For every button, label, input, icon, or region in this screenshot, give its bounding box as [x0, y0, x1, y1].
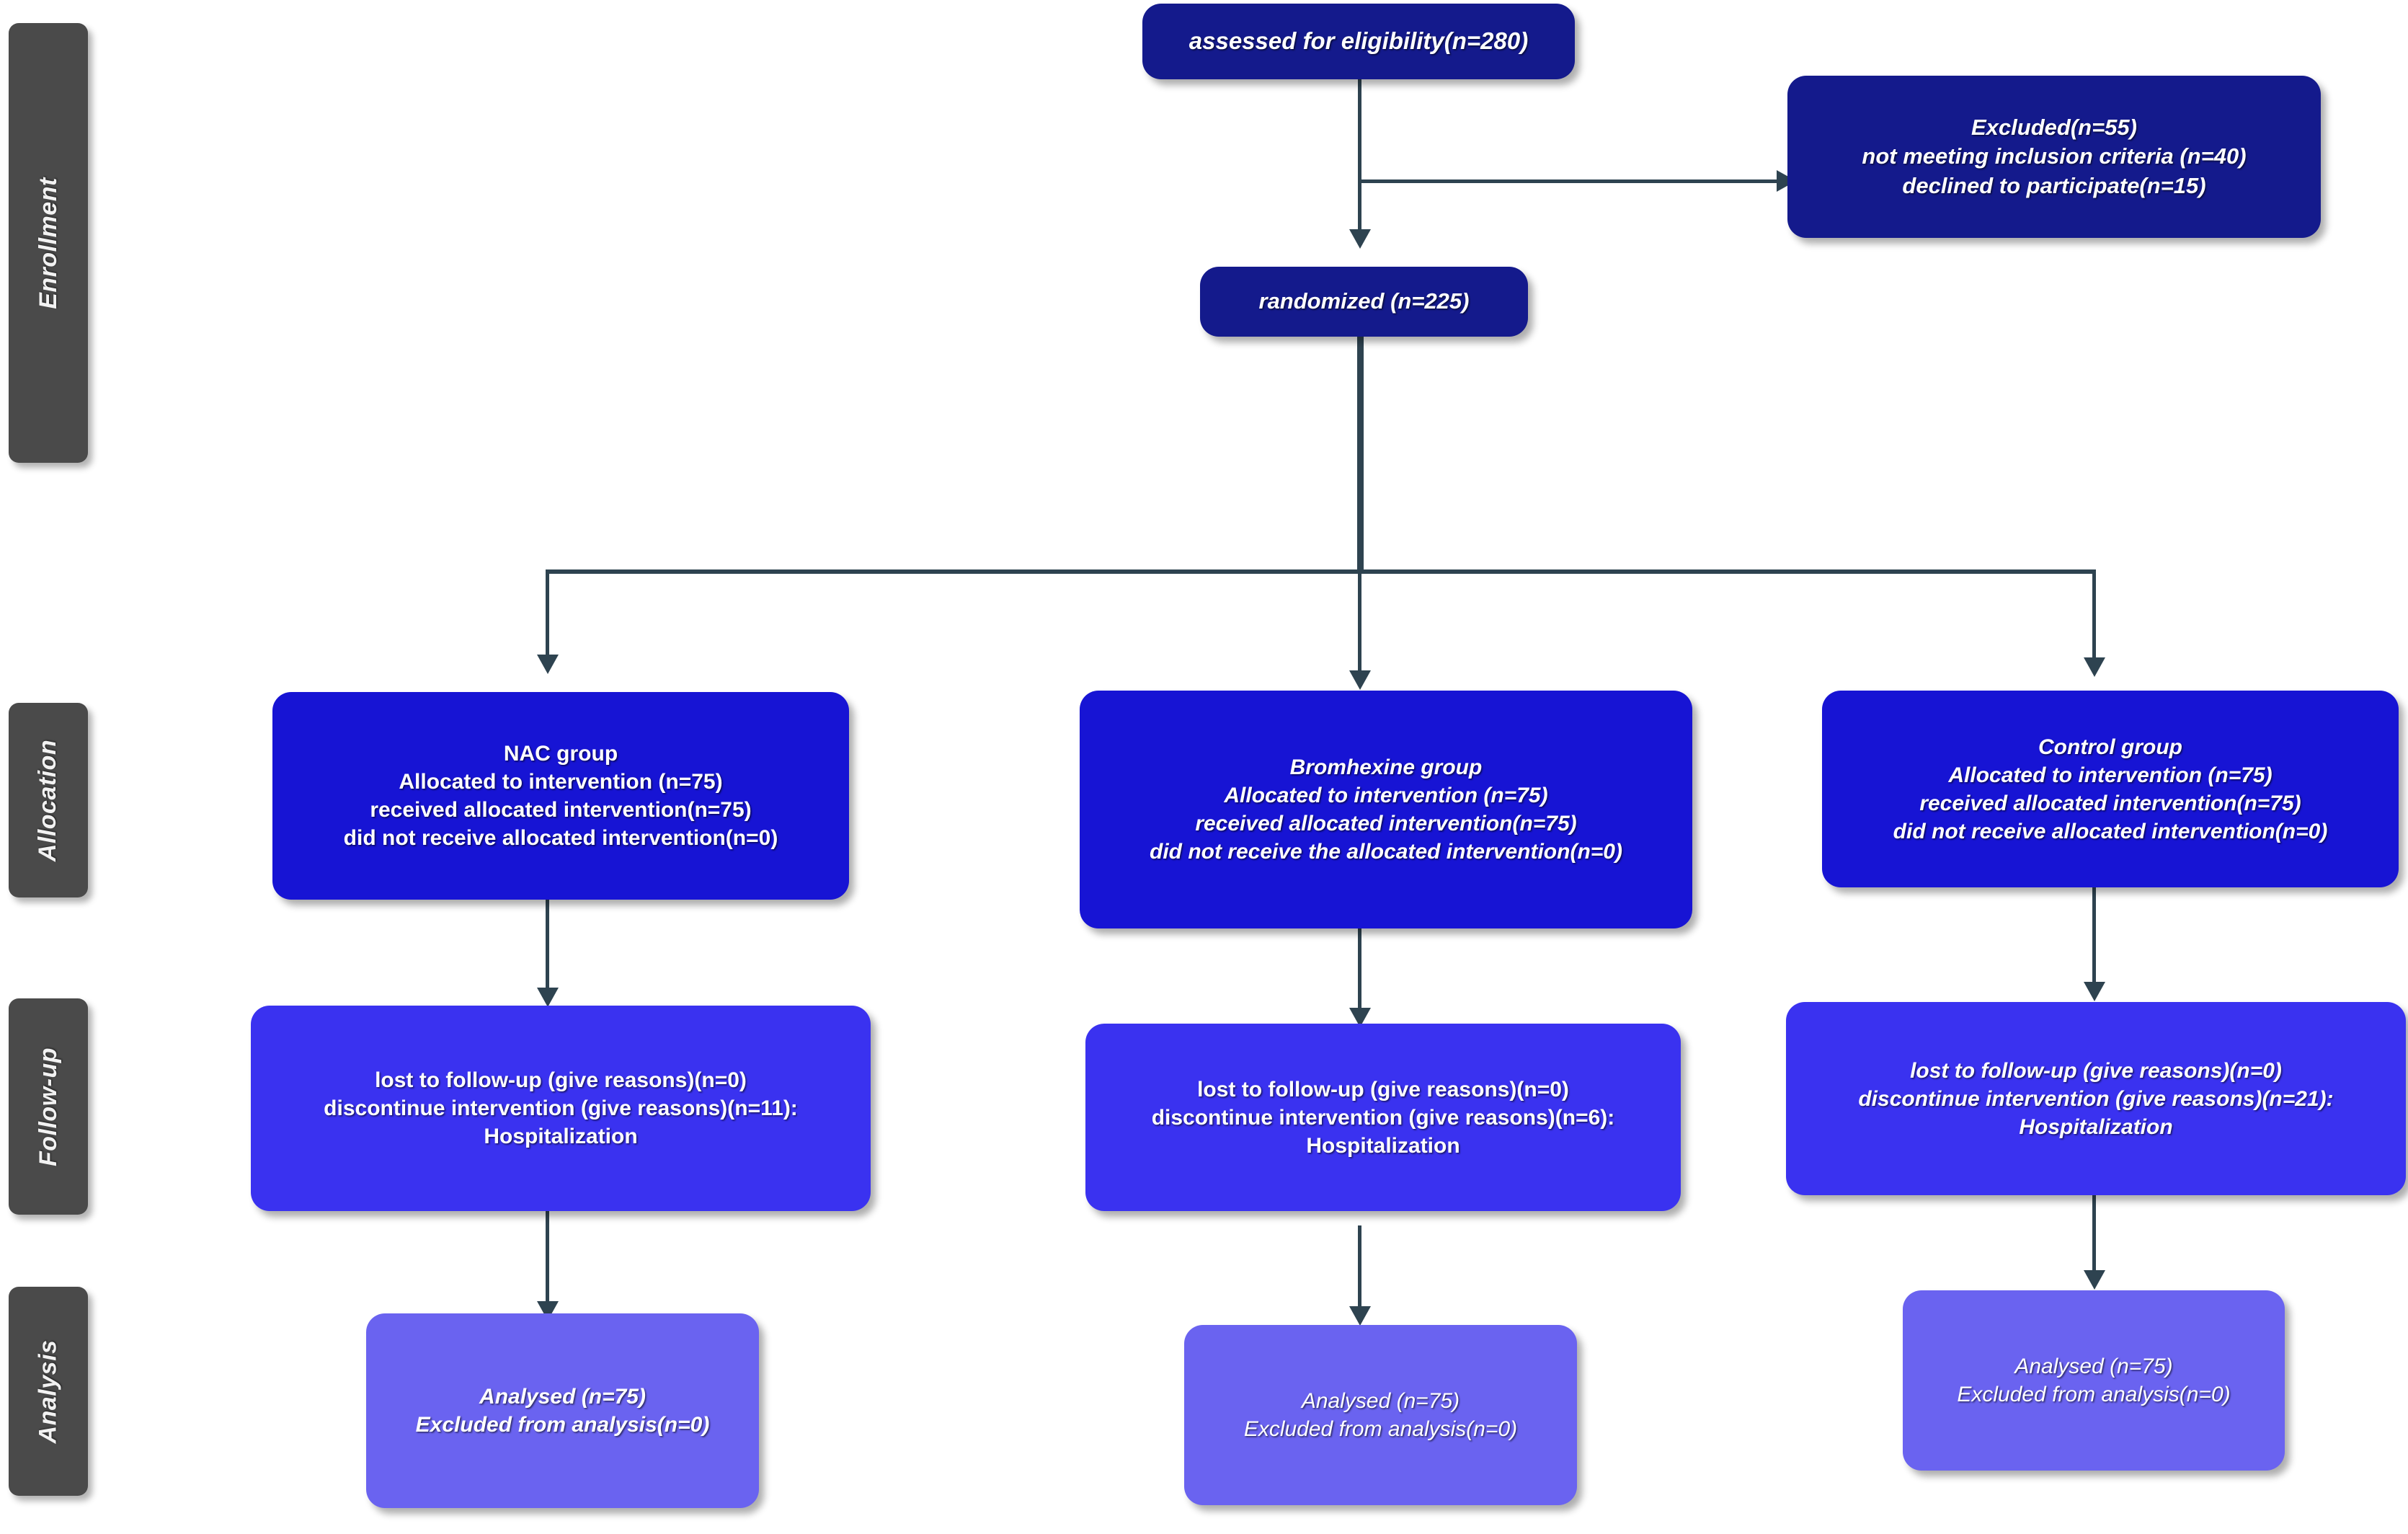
node-excluded[interactable]: Excluded(n=55) not meeting inclusion cri… [1787, 76, 2321, 238]
node-followup-control[interactable]: lost to follow-up (give reasons)(n=0) di… [1786, 1002, 2406, 1195]
node-allocation-bromhexine-line-2: received allocated intervention(n=75) [1195, 812, 1577, 835]
node-allocation-bromhexine-line-3: did not receive the allocated interventi… [1150, 840, 1622, 864]
node-allocation-control-line-3: did not receive allocated intervention(n… [1893, 819, 2328, 843]
node-excluded-line-1: not meeting inclusion criteria (n=40) [1862, 143, 2247, 169]
node-allocation-nac-line-0: NAC group [503, 742, 618, 766]
stage-label-allocation-text: Allocation [34, 739, 62, 861]
node-followup-bromhexine-line-0: lost to follow-up (give reasons)(n=0) [1197, 1077, 1569, 1101]
stage-label-analysis: Analysis [9, 1287, 88, 1496]
node-analysis-bromhexine-line-0: Analysed (n=75) [1301, 1389, 1460, 1413]
stage-label-enrollment: Enrollment [9, 23, 88, 463]
node-followup-bromhexine-line-1: discontinue intervention (give reasons)(… [1151, 1105, 1615, 1130]
arrowhead-assessed-to-randomized [1349, 229, 1371, 249]
node-allocation-nac-line-1: Allocated to intervention (n=75) [399, 770, 723, 794]
node-analysis-bromhexine[interactable]: Analysed (n=75) Excluded from analysis(n… [1184, 1325, 1577, 1505]
node-followup-nac[interactable]: lost to follow-up (give reasons)(n=0) di… [251, 1006, 871, 1211]
node-followup-control-line-1: discontinue intervention (give reasons)(… [1858, 1086, 2334, 1111]
node-allocation-control-line-0: Control group [2038, 735, 2182, 759]
node-analysis-nac-line-0: Analysed (n=75) [479, 1385, 646, 1409]
stage-label-followup: Follow-up [9, 998, 88, 1215]
stage-label-enrollment-text: Enrollment [34, 177, 62, 309]
connector-nac-alloc-to-followup [546, 897, 549, 991]
arrowhead-split-to-nac [537, 655, 559, 674]
arrowhead-control-alloc-to-followup [2084, 982, 2105, 1001]
node-followup-bromhexine[interactable]: lost to follow-up (give reasons)(n=0) di… [1085, 1024, 1681, 1211]
stage-label-allocation: Allocation [9, 703, 88, 897]
node-analysis-control[interactable]: Analysed (n=75) Excluded from analysis(n… [1903, 1290, 2285, 1471]
node-allocation-bromhexine-line-0: Bromhexine group [1289, 755, 1483, 779]
connector-allocation-split-bar [546, 569, 2095, 574]
arrowhead-control-followup-to-analysis [2084, 1270, 2105, 1290]
node-allocation-nac-line-2: received allocated intervention(n=75) [370, 798, 752, 822]
connector-randomized-to-split [1357, 336, 1364, 574]
node-followup-nac-line-0: lost to follow-up (give reasons)(n=0) [375, 1068, 747, 1092]
node-analysis-bromhexine-line-1: Excluded from analysis(n=0) [1243, 1417, 1518, 1441]
stage-label-analysis-text: Analysis [34, 1339, 62, 1443]
node-analysis-control-line-0: Analysed (n=75) [2014, 1355, 2173, 1378]
node-followup-nac-line-2: Hospitalization [484, 1125, 638, 1148]
connector-split-to-bromhexine [1358, 569, 1361, 676]
node-followup-control-line-2: Hospitalization [2019, 1114, 2173, 1139]
node-followup-bromhexine-line-2: Hospitalization [1306, 1133, 1460, 1158]
node-allocation-control[interactable]: Control group Allocated to intervention … [1822, 691, 2399, 887]
node-randomized-line-0: randomized (n=225) [1258, 288, 1470, 314]
node-analysis-nac[interactable]: Analysed (n=75) Excluded from analysis(n… [366, 1313, 759, 1508]
connector-bromhexine-alloc-to-followup [1358, 926, 1361, 1013]
connector-control-followup-to-analysis [2092, 1189, 2096, 1276]
node-allocation-bromhexine[interactable]: Bromhexine group Allocated to interventi… [1080, 691, 1692, 928]
connector-nac-followup-to-analysis [546, 1211, 549, 1305]
connector-assessed-to-randomized [1358, 78, 1361, 236]
connector-bromhexine-followup-to-analysis [1358, 1225, 1361, 1312]
arrowhead-split-to-control [2084, 657, 2105, 677]
arrowhead-bromhexine-followup-to-analysis [1349, 1306, 1371, 1326]
node-allocation-bromhexine-line-1: Allocated to intervention (n=75) [1224, 784, 1548, 807]
node-excluded-line-2: declined to participate(n=15) [1902, 172, 2206, 198]
node-allocation-nac-line-3: did not receive allocated intervention(n… [343, 826, 778, 850]
arrowhead-split-to-bromhexine [1349, 670, 1371, 690]
node-followup-control-line-0: lost to follow-up (give reasons)(n=0) [1910, 1058, 2282, 1083]
node-followup-nac-line-1: discontinue intervention (give reasons)(… [324, 1096, 798, 1120]
connector-split-to-nac [546, 569, 549, 660]
node-assessed-line-0: assessed for eligibility(n=280) [1189, 27, 1529, 55]
node-analysis-control-line-1: Excluded from analysis(n=0) [1957, 1383, 2231, 1406]
node-allocation-control-line-2: received allocated intervention(n=75) [1919, 791, 2301, 815]
connector-control-alloc-to-followup [2092, 887, 2096, 988]
node-assessed-for-eligibility[interactable]: assessed for eligibility(n=280) [1142, 4, 1575, 79]
node-analysis-nac-line-1: Excluded from analysis(n=0) [415, 1413, 710, 1437]
connector-assessed-to-excluded [1358, 179, 1783, 183]
node-allocation-control-line-1: Allocated to intervention (n=75) [1948, 763, 2273, 787]
node-excluded-line-0: Excluded(n=55) [1971, 115, 2137, 141]
node-randomized[interactable]: randomized (n=225) [1200, 267, 1528, 337]
node-allocation-nac[interactable]: NAC group Allocated to intervention (n=7… [272, 692, 849, 900]
stage-label-followup-text: Follow-up [34, 1047, 62, 1166]
arrowhead-nac-alloc-to-followup [537, 988, 559, 1007]
connector-split-to-control [2092, 569, 2096, 663]
